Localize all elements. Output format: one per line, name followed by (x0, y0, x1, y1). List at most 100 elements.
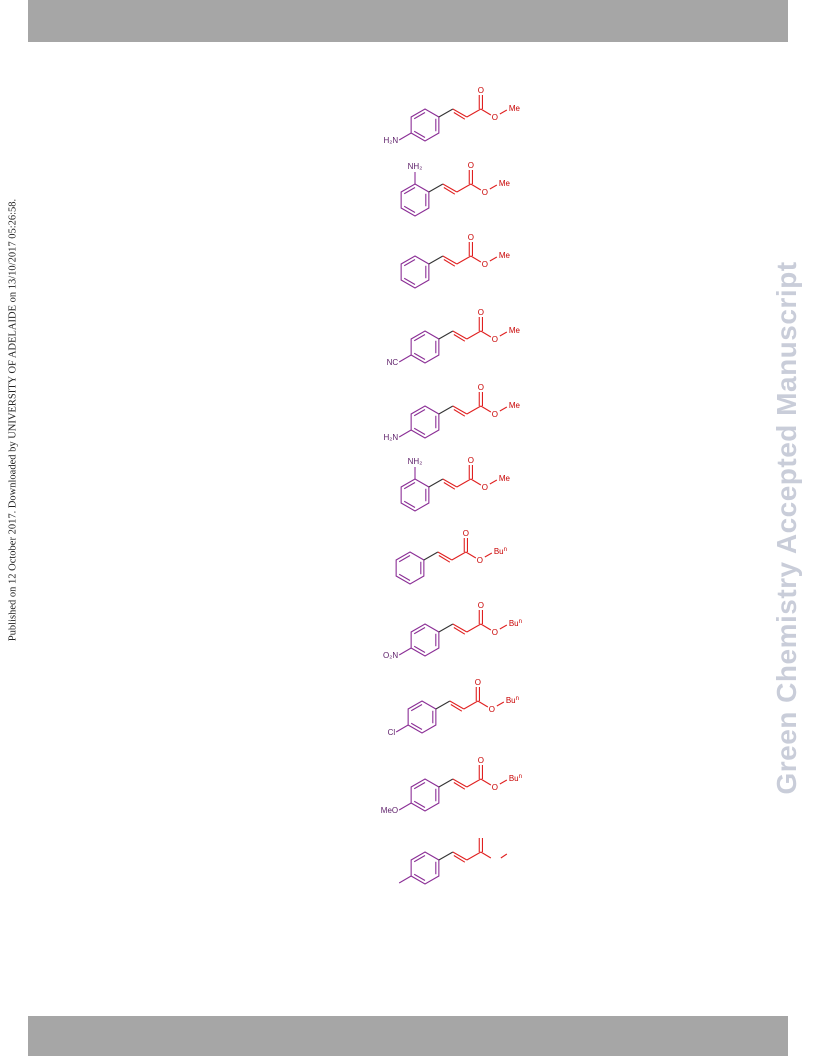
aryl-vinyl-bond (438, 330, 454, 340)
alkene-double-bond (453, 409, 466, 417)
alkene-double-bond (453, 334, 466, 342)
aromatic-double-bond (403, 277, 416, 285)
ester-group-label: Bun (494, 547, 507, 556)
alkene-double-bond (453, 627, 466, 635)
aromatic-double-bond (413, 645, 426, 653)
ester-bond (480, 108, 492, 116)
alkene-double-bond (453, 112, 466, 120)
substituent-label: H₂N (383, 433, 398, 442)
vinyl-carbonyl-bond (466, 851, 482, 861)
substituent-label: NH₂ (408, 162, 423, 171)
ester-group-label: Me (509, 104, 521, 113)
alkene-bond (452, 623, 468, 633)
aromatic-double-bond (413, 112, 426, 120)
alkene-bond (452, 851, 468, 861)
aromatic-double-bond (413, 334, 426, 342)
alkyl-bond (484, 552, 493, 558)
alkene-bond (442, 183, 458, 193)
aromatic-double-bond (413, 627, 426, 635)
substituent-bond (398, 354, 412, 363)
ester-oxygen-label: O (492, 628, 498, 637)
alkyl-bond (500, 853, 508, 859)
aryl-vinyl-bond (438, 851, 454, 861)
aromatic-double-bond (403, 259, 416, 267)
aromatic-double-bond (398, 573, 411, 581)
aryl-vinyl-bond (428, 255, 444, 265)
benzene-ring (395, 551, 425, 585)
alkyl-bond (489, 184, 498, 190)
substituent-bond (398, 429, 412, 438)
alkene-bond (442, 255, 458, 265)
ester-group-label: Bun (506, 696, 519, 705)
ester-bond (470, 478, 482, 486)
aromatic-double-bond (413, 352, 426, 360)
aromatic-double-bond (410, 704, 423, 712)
aromatic-double-bond (403, 205, 416, 213)
alkene-bond (442, 478, 458, 488)
carbonyl-oxygen-label: O (478, 383, 484, 392)
vinyl-carbonyl-bond (463, 700, 479, 710)
benzene-ring (410, 623, 440, 657)
ester-group-label: Me (499, 474, 511, 483)
ester-group-label: Me (499, 251, 511, 260)
ester-oxygen-label: O (477, 556, 483, 565)
vinyl-carbonyl-bond (456, 183, 472, 193)
ester-oxygen-label: O (492, 113, 498, 122)
aromatic-double-bond (413, 130, 426, 138)
ester-group-label: Bun (509, 619, 522, 628)
vinyl-carbonyl-bond (456, 255, 472, 265)
alkene-bond (452, 778, 468, 788)
benzene-ring (410, 778, 440, 812)
substituent-bond (398, 132, 412, 141)
aryl-vinyl-bond (438, 623, 454, 633)
ester-oxygen-label: O (492, 410, 498, 419)
carbonyl-oxygen-label: O (478, 308, 484, 317)
vinyl-carbonyl-bond (456, 478, 472, 488)
substituent-label: NC (387, 358, 399, 367)
aromatic-double-bond (413, 427, 426, 435)
alkyl-bond (499, 779, 508, 785)
vinyl-carbonyl-bond (451, 551, 467, 561)
aromatic-double-bond (413, 873, 426, 881)
alkene-double-bond (443, 187, 456, 195)
alkyl-bond (489, 256, 498, 262)
ester-oxygen-label: O (482, 483, 488, 492)
substituent-label: O₂N (383, 651, 398, 660)
vinyl-carbonyl-bond (466, 108, 482, 118)
alkyl-bond (499, 331, 508, 337)
ester-oxygen-label: O (482, 188, 488, 197)
ester-bond (470, 183, 482, 191)
aryl-vinyl-bond (438, 405, 454, 415)
carbonyl-oxygen-label: O (468, 161, 474, 170)
alkene-double-bond (450, 704, 463, 712)
substituent-bond (398, 647, 412, 656)
alkene-double-bond (453, 782, 466, 790)
ester-oxygen-label: O (489, 705, 495, 714)
alkene-double-bond (453, 855, 466, 863)
alkene-double-bond (438, 555, 451, 563)
benzene-ring (400, 183, 430, 217)
ester-bond (470, 255, 482, 263)
alkene-bond (452, 405, 468, 415)
ester-bond (477, 700, 489, 708)
carbonyl-oxygen-label: O (475, 678, 481, 687)
carbonyl-oxygen-label: O (478, 86, 484, 95)
alkene-bond (452, 108, 468, 118)
ester-group-label: Bun (509, 774, 522, 783)
footer-band (28, 1016, 788, 1056)
carbonyl-oxygen-label: O (478, 756, 484, 765)
aryl-vinyl-bond (423, 551, 439, 561)
alkene-double-bond (443, 482, 456, 490)
header-band (28, 0, 788, 42)
compound-11 (398, 838, 508, 885)
aryl-vinyl-bond (438, 778, 454, 788)
alkyl-bond (499, 624, 508, 630)
